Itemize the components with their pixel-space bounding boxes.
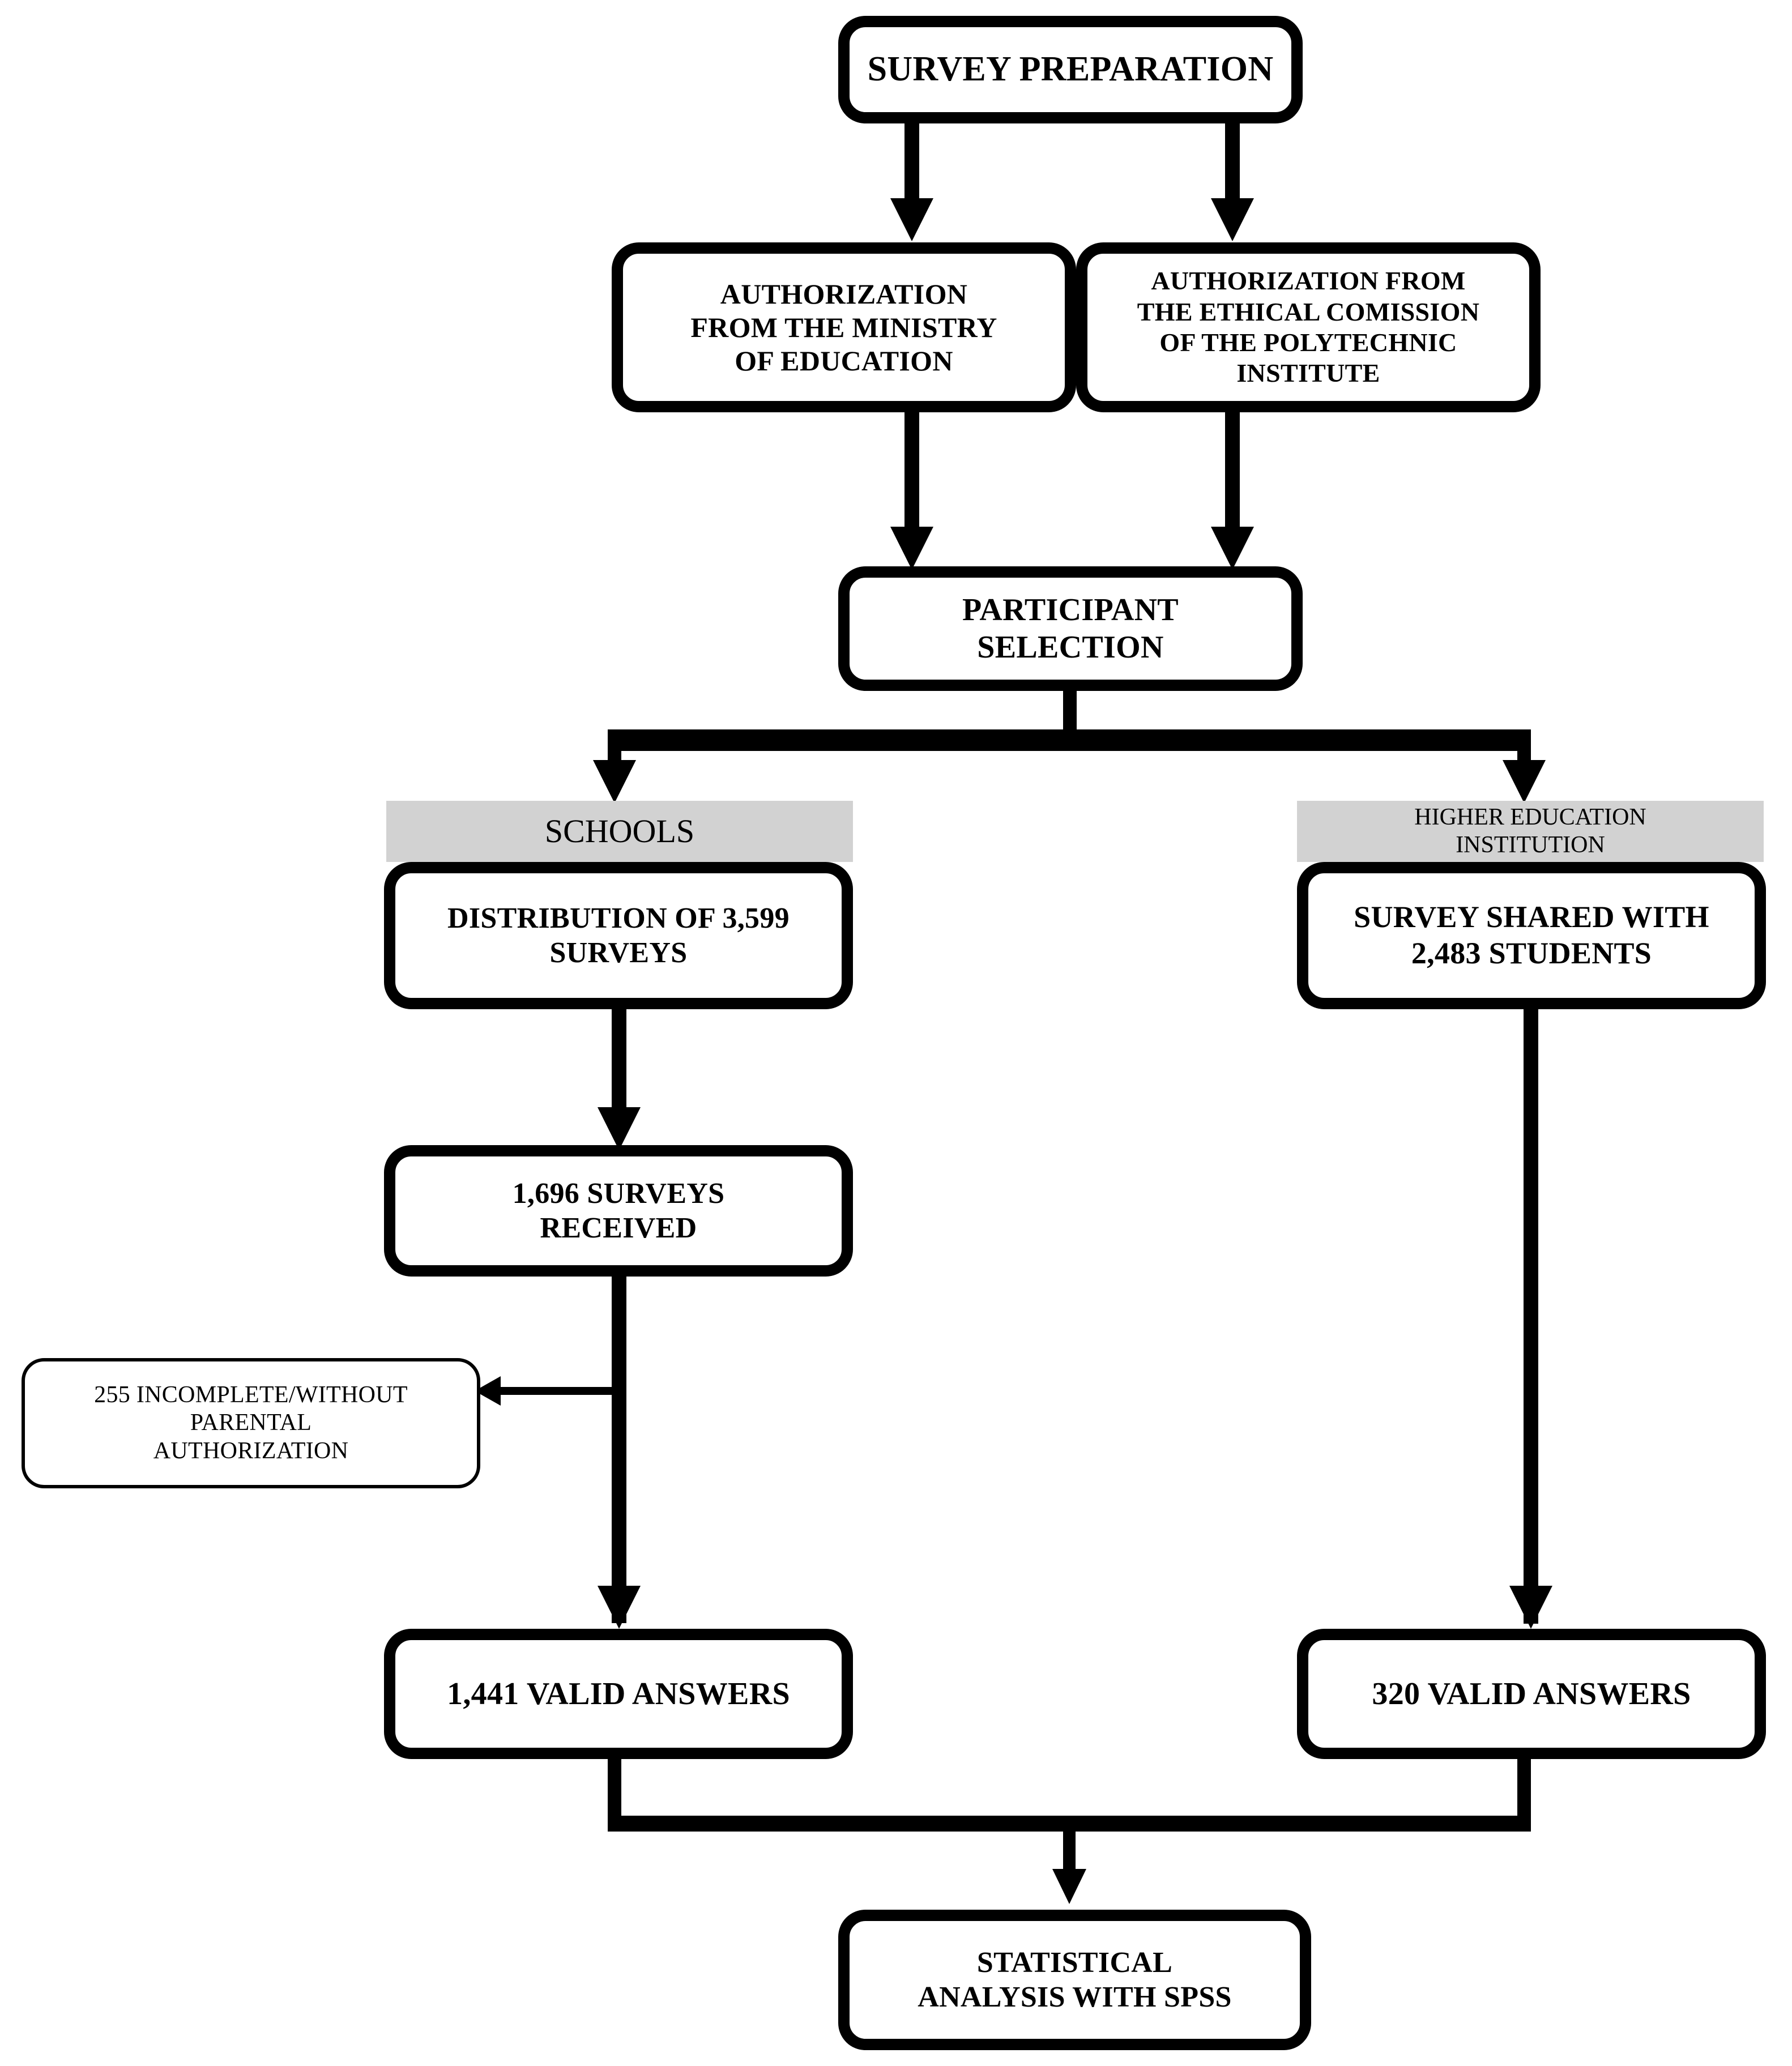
node-survey-preparation-label: SURVEY PREPARATION (867, 50, 1274, 89)
connector-received-to-valid-line (612, 1277, 626, 1623)
node-surveys-received-label: 1,696 SURVEYS RECEIVED (512, 1177, 725, 1244)
node-valid-answers-higher[interactable]: 320 VALID ANSWERS (1297, 1629, 1766, 1759)
connector-shared-to-valid-arrow (1509, 1586, 1552, 1629)
node-surveys-received[interactable]: 1,696 SURVEYS RECEIVED (384, 1145, 853, 1277)
node-participant-selection-label: PARTICIPANT SELECTION (962, 592, 1179, 665)
connector-ethics-to-selection-line (1225, 412, 1240, 531)
node-valid-answers-higher-label: 320 VALID ANSWERS (1372, 1676, 1691, 1711)
node-valid-answers-schools[interactable]: 1,441 VALID ANSWERS (384, 1629, 853, 1759)
connector-prep-to-ministry-arrow (890, 198, 933, 241)
connector-ministry-to-selection-arrow (890, 527, 933, 570)
connector-ministry-to-selection-line (904, 412, 919, 531)
node-statistical-analysis-label: STATISTICAL ANALYSIS WITH SPSS (918, 1946, 1232, 2013)
node-participant-selection[interactable]: PARTICIPANT SELECTION (838, 566, 1303, 691)
connector-exclusion-line (498, 1387, 615, 1395)
band-higher-education: HIGHER EDUCATION INSTITUTION (1297, 801, 1764, 862)
node-authorization-ethics-label: AUTHORIZATION FROM THE ETHICAL COMISSION… (1137, 266, 1480, 388)
connector-merge-arrow (1052, 1869, 1086, 1904)
node-statistical-analysis[interactable]: STATISTICAL ANALYSIS WITH SPSS (838, 1910, 1311, 2050)
node-authorization-ethics[interactable]: AUTHORIZATION FROM THE ETHICAL COMISSION… (1076, 242, 1541, 412)
node-distribution-surveys-label: DISTRIBUTION OF 3,599 SURVEYS (447, 902, 790, 969)
band-schools-label: SCHOOLS (544, 813, 695, 850)
connector-prep-to-ministry-line (904, 123, 919, 203)
node-survey-shared-label: SURVEY SHARED WITH 2,483 STUDENTS (1354, 900, 1709, 970)
node-survey-preparation[interactable]: SURVEY PREPARATION (838, 16, 1303, 123)
connector-ethics-to-selection-arrow (1211, 527, 1254, 570)
connector-received-to-valid-arrow (598, 1586, 641, 1629)
connector-prep-to-ethics-line (1225, 123, 1240, 203)
band-schools: SCHOOLS (386, 801, 853, 862)
connector-distribution-to-received-arrow (598, 1107, 641, 1150)
connector-shared-to-valid-line (1524, 1009, 1538, 1624)
connector-split-right-arrow (1503, 760, 1546, 803)
connector-merge-bar (608, 1816, 1531, 1832)
connector-split-bar (608, 729, 1531, 751)
node-distribution-surveys[interactable]: DISTRIBUTION OF 3,599 SURVEYS (384, 862, 853, 1009)
node-valid-answers-schools-label: 1,441 VALID ANSWERS (447, 1676, 790, 1711)
node-excluded-surveys[interactable]: 255 INCOMPLETE/WITHOUT PARENTAL AUTHORIZ… (22, 1358, 480, 1488)
band-higher-education-label: HIGHER EDUCATION INSTITUTION (1414, 804, 1646, 858)
connector-prep-to-ethics-arrow (1211, 198, 1254, 241)
connector-split-left-arrow (593, 760, 636, 803)
node-survey-shared[interactable]: SURVEY SHARED WITH 2,483 STUDENTS (1297, 862, 1766, 1009)
node-authorization-ministry-label: AUTHORIZATION FROM THE MINISTRY OF EDUCA… (690, 278, 997, 377)
node-excluded-surveys-label: 255 INCOMPLETE/WITHOUT PARENTAL AUTHORIZ… (94, 1381, 408, 1464)
node-authorization-ministry[interactable]: AUTHORIZATION FROM THE MINISTRY OF EDUCA… (612, 242, 1076, 412)
